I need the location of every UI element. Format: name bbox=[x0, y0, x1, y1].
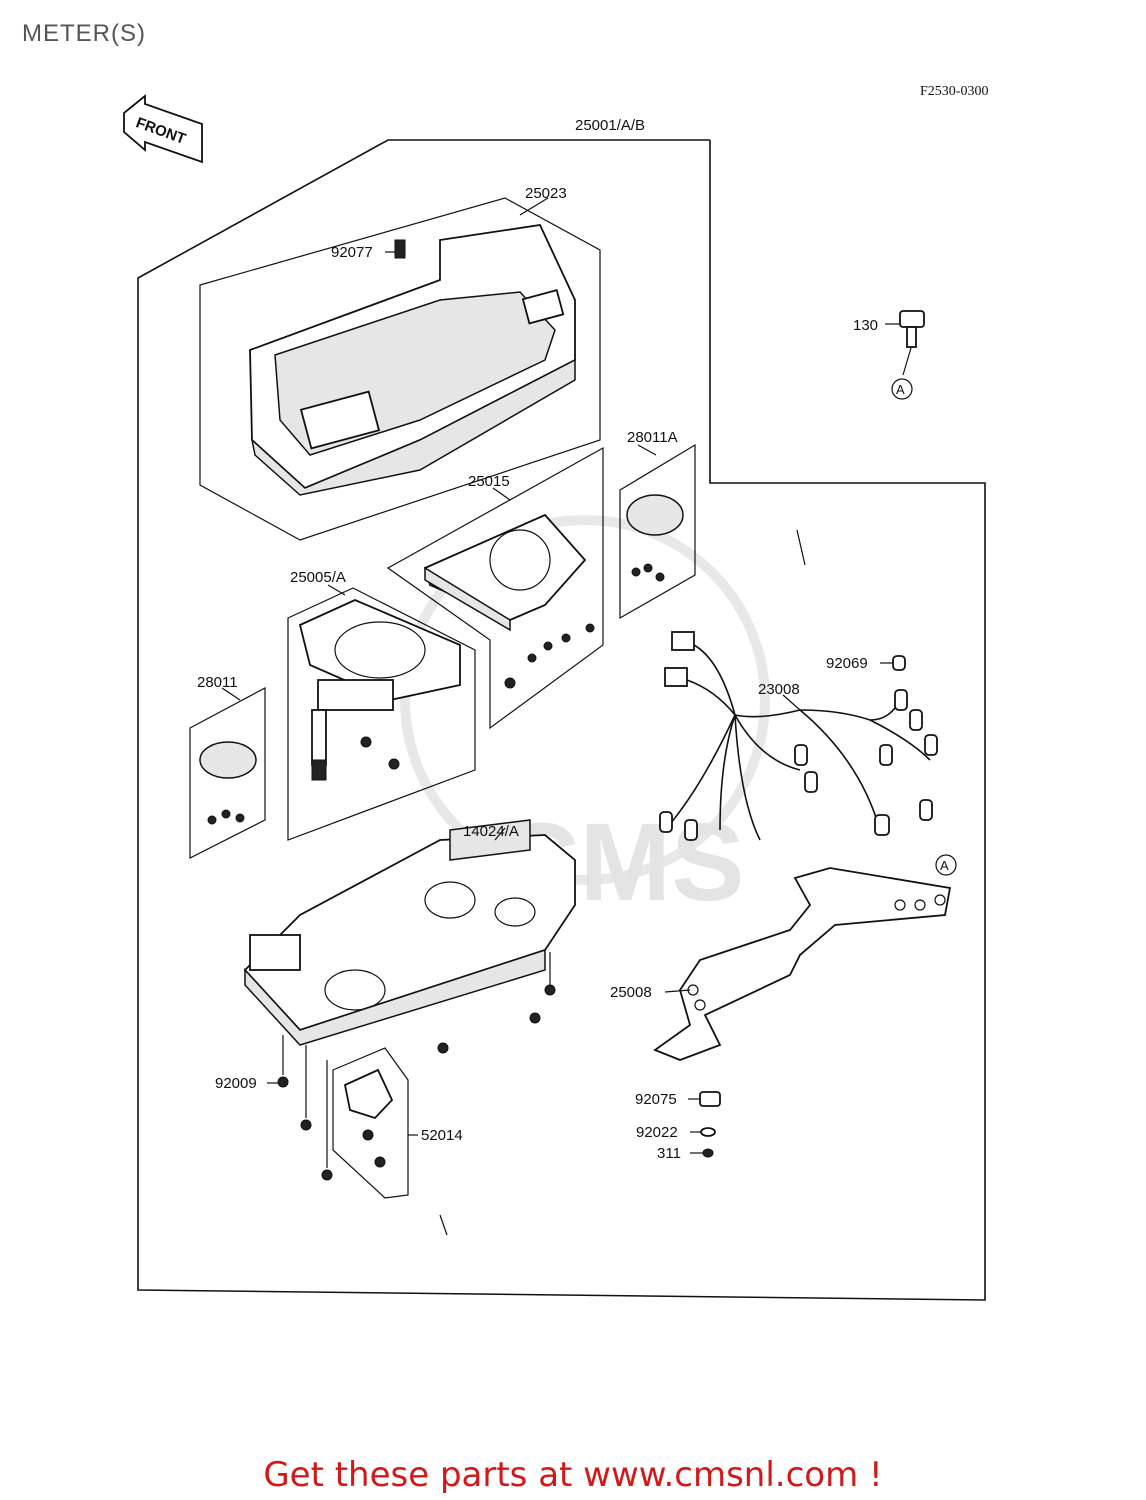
label-92077: 92077 bbox=[331, 244, 373, 261]
bolt-130: A bbox=[885, 310, 925, 400]
ref-marker-a-top: A bbox=[896, 382, 905, 397]
wiring-harness-23008 bbox=[659, 631, 938, 841]
screw-92077 bbox=[385, 239, 406, 259]
leader-25008 bbox=[664, 989, 691, 993]
leader-14024 bbox=[494, 827, 506, 841]
sensor-a-box bbox=[619, 443, 696, 620]
label-92069: 92069 bbox=[826, 655, 868, 672]
meter-case-14024 bbox=[243, 819, 576, 1054]
leader-28011a bbox=[637, 444, 657, 456]
label-25015: 25015 bbox=[468, 473, 510, 490]
sensor-28011 bbox=[199, 741, 257, 825]
label-23008: 23008 bbox=[758, 681, 800, 698]
nut-washer-set bbox=[699, 1091, 721, 1158]
diagram-code: F2530-0300 bbox=[920, 84, 989, 99]
label-92009: 92009 bbox=[215, 1075, 257, 1092]
front-arrow: FRONT bbox=[123, 94, 203, 164]
label-28011a: 28011A bbox=[627, 429, 678, 446]
bracket-25008: A bbox=[653, 854, 957, 1061]
bracket-52014 bbox=[343, 1068, 394, 1168]
label-92075: 92075 bbox=[635, 1091, 677, 1108]
tachometer-25015 bbox=[423, 513, 595, 689]
bracket-box bbox=[332, 1047, 409, 1199]
label-28011: 28011 bbox=[197, 674, 238, 691]
page-title: METER(S) bbox=[22, 20, 146, 47]
leader-25015 bbox=[492, 487, 511, 501]
label-25023: 25023 bbox=[525, 185, 567, 202]
label-92022: 92022 bbox=[636, 1124, 678, 1141]
label-25001: 25001/A/B bbox=[575, 117, 645, 134]
label-25005: 25005/A bbox=[290, 569, 346, 586]
tick-mark-1 bbox=[796, 529, 806, 566]
meter-cover bbox=[249, 224, 576, 496]
tick-mark-2 bbox=[439, 1214, 448, 1236]
leader-25005 bbox=[327, 584, 346, 596]
tacho-box bbox=[386, 446, 604, 730]
label-25008: 25008 bbox=[610, 984, 652, 1001]
sensor-28011a bbox=[626, 494, 684, 582]
screws-92009 bbox=[277, 1035, 333, 1181]
ref-marker-a-bottom: A bbox=[940, 858, 949, 873]
leader-28011 bbox=[221, 687, 241, 701]
label-52014: 52014 bbox=[421, 1127, 463, 1144]
cover-group-box bbox=[199, 197, 601, 541]
label-130: 130 bbox=[853, 317, 878, 334]
label-311: 311 bbox=[657, 1145, 681, 1162]
assembly-outline bbox=[137, 139, 986, 1301]
sensor-box bbox=[189, 687, 266, 859]
leader-25023 bbox=[519, 197, 549, 216]
leader-23008 bbox=[782, 694, 801, 711]
promo-link[interactable]: Get these parts at www.cmsnl.com ! bbox=[263, 1455, 883, 1495]
speedometer-25005 bbox=[298, 599, 461, 781]
label-14024: 14024/A bbox=[463, 823, 519, 840]
